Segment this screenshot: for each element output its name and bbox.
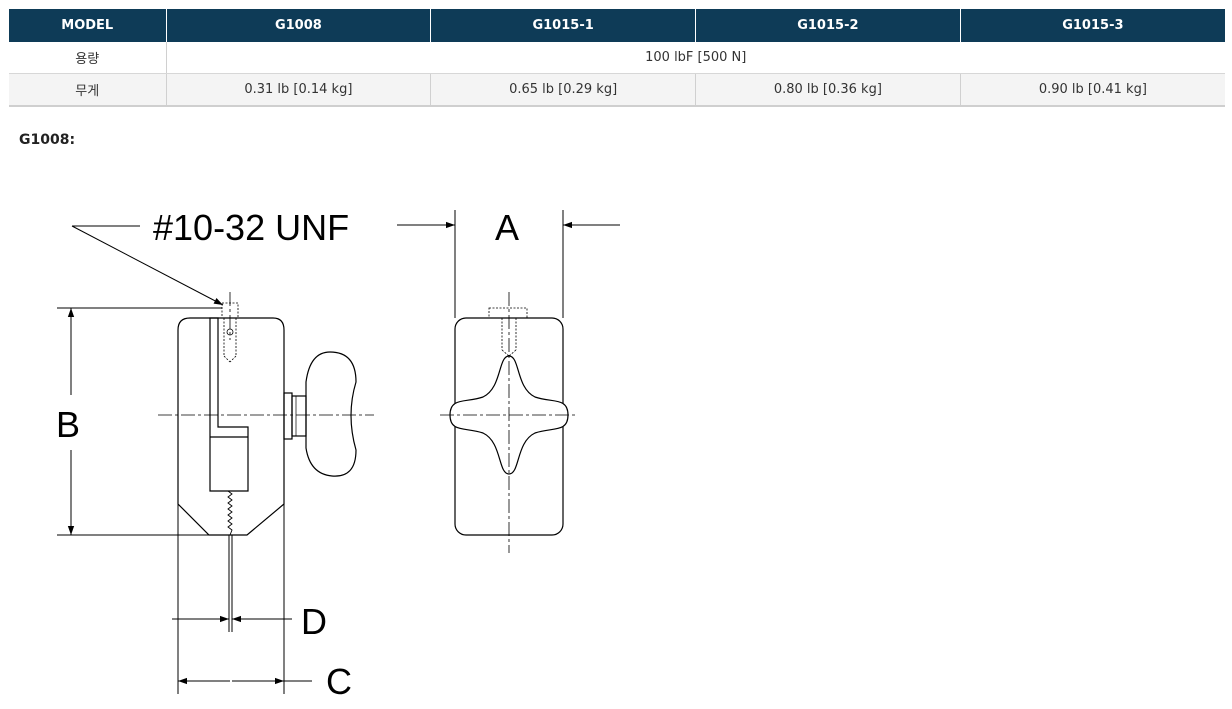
dimensions [57, 210, 620, 694]
header-g1008: G1008 [166, 9, 432, 42]
jaw-outline [209, 317, 249, 492]
spec-table: MODEL G1008 G1015-1 G1015-2 G1015-3 용량 1… [9, 9, 1225, 107]
dimension-label-a: A [495, 207, 519, 248]
header-row: MODEL G1008 G1015-1 G1015-2 G1015-3 [9, 9, 1225, 42]
weight-label: 무게 [9, 73, 167, 107]
weight-g1015-3: 0.90 lb [0.41 kg] [960, 73, 1225, 107]
weight-g1015-2: 0.80 lb [0.36 kg] [695, 73, 961, 107]
table-row-weight: 무게 0.31 lb [0.14 kg] 0.65 lb [0.29 kg] 0… [9, 73, 1225, 107]
jaw-serration [227, 490, 233, 536]
capacity-label: 용량 [9, 42, 167, 74]
capacity-value: 100 lbF [500 N] [166, 42, 1225, 74]
drawing-caption: G1008: [19, 132, 76, 148]
weight-g1015-1: 0.65 lb [0.29 kg] [430, 73, 696, 107]
weight-g1008: 0.31 lb [0.14 kg] [166, 73, 432, 107]
side-view [158, 292, 374, 536]
header-g1015-2: G1015-2 [695, 9, 961, 42]
dimension-label-c: C [326, 661, 352, 702]
header-g1015-3: G1015-3 [960, 9, 1225, 42]
header-model: MODEL [9, 9, 167, 42]
table-row-capacity: 용량 100 lbF [500 N] [9, 42, 1225, 74]
dimension-label-b: B [56, 404, 80, 445]
front-view [440, 292, 578, 553]
thread-label: #10-32 UNF [153, 207, 349, 248]
grip-body-outline [177, 317, 285, 536]
header-g1015-1: G1015-1 [430, 9, 696, 42]
knob-side-outline [305, 351, 357, 477]
dimension-label-d: D [301, 601, 327, 642]
